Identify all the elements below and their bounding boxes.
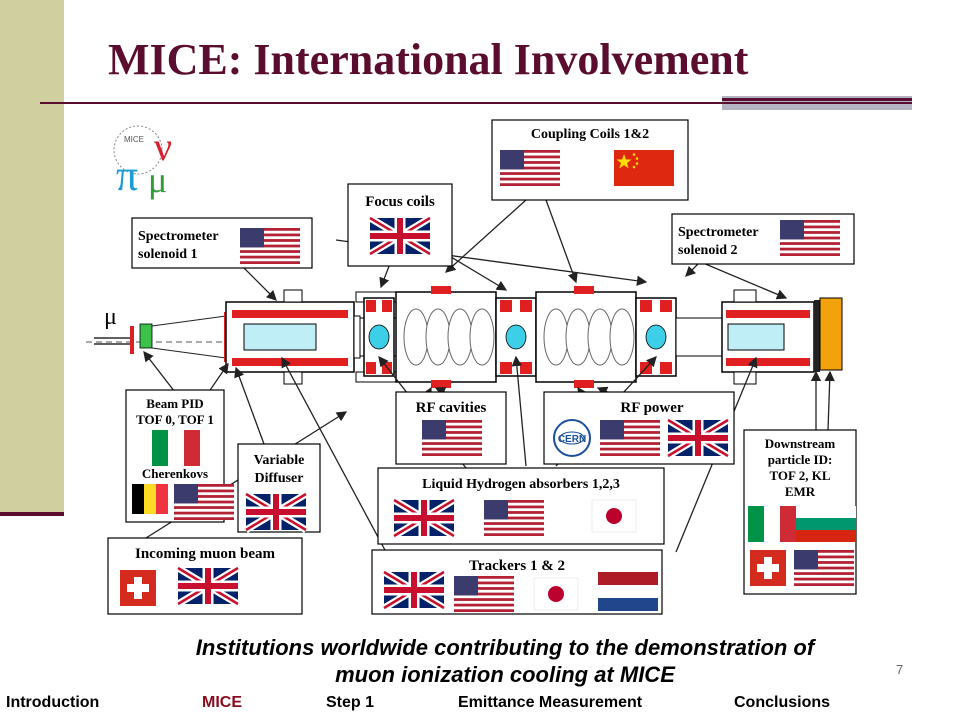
netherlands-flag-icon: [598, 572, 658, 611]
beam-pid-box: Beam PID TOF 0, TOF 1 Cherenkovs: [125, 389, 234, 523]
title-accent-line: [722, 98, 912, 101]
usa-flag-icon: [454, 576, 514, 612]
cern-logo-text: CERN: [558, 434, 586, 445]
usa-flag-icon: [240, 228, 300, 264]
italy-flag-icon: [748, 506, 796, 542]
coupling-coils-box: Coupling Coils 1&2: [491, 119, 689, 201]
beamline-apparatus: μ: [86, 286, 843, 388]
liquid-hydrogen-label: Liquid Hydrogen absorbers 1,2,3: [422, 477, 620, 492]
rf-cavities-box: RF cavities: [395, 391, 507, 465]
downstream-label-line2: particle ID:: [768, 452, 833, 467]
bulgaria-flag-icon: [796, 506, 856, 542]
incoming-muon-box: Incoming muon beam: [107, 537, 303, 615]
incoming-muon-label: Incoming muon beam: [135, 546, 276, 562]
variable-diffuser-label-line1: Variable: [254, 453, 305, 468]
downstream-label-line4: EMR: [785, 484, 816, 499]
cherenkovs-label: Cherenkovs: [142, 466, 208, 481]
swiss-flag-icon: [750, 550, 786, 586]
usa-flag-icon: [174, 484, 234, 520]
rf-power-box: RF power CERN: [543, 391, 735, 465]
usa-flag-icon: [500, 150, 560, 186]
cern-logo-icon: CERN: [553, 419, 591, 457]
trackers-label: Trackers 1 & 2: [469, 558, 565, 574]
variable-diffuser-label-line2: Diffuser: [255, 471, 304, 486]
title-rule: [40, 102, 912, 104]
uk-flag-icon: [384, 572, 444, 608]
logo-pi: π: [116, 151, 138, 200]
logo-nu: ν: [154, 124, 172, 169]
italy-flag-icon: [152, 430, 200, 466]
footer-nav-step-1[interactable]: Step 1: [326, 694, 375, 711]
japan-flag-icon: [591, 499, 637, 533]
rf-power-label: RF power: [620, 400, 684, 416]
swiss-flag-icon: [120, 570, 156, 606]
downstream-pid-box: Downstream particle ID: TOF 2, KL EMR: [743, 429, 857, 595]
logo-text: MICE: [124, 135, 144, 144]
downstream-label-line1: Downstream: [765, 436, 836, 451]
footer-nav-emittance-measurement[interactable]: Emittance Measurement: [458, 694, 643, 711]
japan-flag-icon: [533, 577, 579, 611]
caption-line-2: muon ionization cooling at MICE: [335, 662, 675, 687]
focus-coils-box: Focus coils: [347, 183, 453, 267]
pointer-arrows: [143, 199, 835, 553]
china-flag-icon: [614, 150, 674, 186]
page-number: 7: [896, 662, 904, 677]
spectrometer2-label-line2: solenoid 2: [678, 243, 738, 258]
uk-flag-icon: [668, 420, 728, 456]
usa-flag-icon: [484, 500, 544, 536]
uk-flag-icon: [178, 568, 238, 604]
coupling-coils-label: Coupling Coils 1&2: [531, 127, 649, 142]
spectrometer2-label-line1: Spectrometer: [678, 225, 759, 240]
footer-nav-mice[interactable]: MICE: [202, 694, 242, 711]
footer-nav-conclusions[interactable]: Conclusions: [734, 694, 831, 711]
uk-flag-icon: [394, 500, 454, 536]
spectrometer-solenoid-2-box: Spectrometer solenoid 2: [671, 213, 855, 265]
focus-coils-label: Focus coils: [365, 194, 435, 210]
variable-diffuser-box: Variable Diffuser: [237, 443, 321, 532]
uk-flag-icon: [370, 218, 430, 254]
uk-flag-icon: [246, 494, 306, 530]
mice-logo: MICE π ν μ: [113, 124, 172, 200]
rf-cavities-label: RF cavities: [416, 400, 487, 416]
sidebar-underline: [0, 512, 64, 516]
mice-diagram: MICE π ν μ μ: [86, 112, 862, 618]
caption-line-1: Institutions worldwide contributing to t…: [195, 635, 815, 660]
trackers-box: Trackers 1 & 2: [371, 549, 663, 615]
usa-flag-icon: [600, 420, 660, 456]
logo-mu: μ: [148, 160, 167, 200]
beam-symbol: μ: [104, 304, 117, 330]
liquid-hydrogen-box: Liquid Hydrogen absorbers 1,2,3: [377, 467, 665, 545]
spectrometer1-label-line2: solenoid 1: [138, 247, 198, 262]
beam-pid-label-line2: TOF 0, TOF 1: [136, 412, 214, 427]
belgium-flag-icon: [132, 484, 168, 514]
slide-caption: Institutions worldwide contributing to t…: [110, 634, 900, 688]
sidebar-decoration: [0, 0, 64, 512]
slide-title: MICE: International Involvement: [108, 35, 749, 84]
spectrometer-solenoid-1-box: Spectrometer solenoid 1: [131, 217, 313, 269]
downstream-label-line3: TOF 2, KL: [769, 468, 830, 483]
usa-flag-icon: [780, 220, 840, 256]
spectrometer1-label-line1: Spectrometer: [138, 229, 219, 244]
usa-flag-icon: [422, 420, 482, 456]
beam-pid-label-line1: Beam PID: [146, 396, 203, 411]
footer-nav-introduction[interactable]: Introduction: [6, 694, 100, 711]
usa-flag-icon: [794, 550, 854, 586]
